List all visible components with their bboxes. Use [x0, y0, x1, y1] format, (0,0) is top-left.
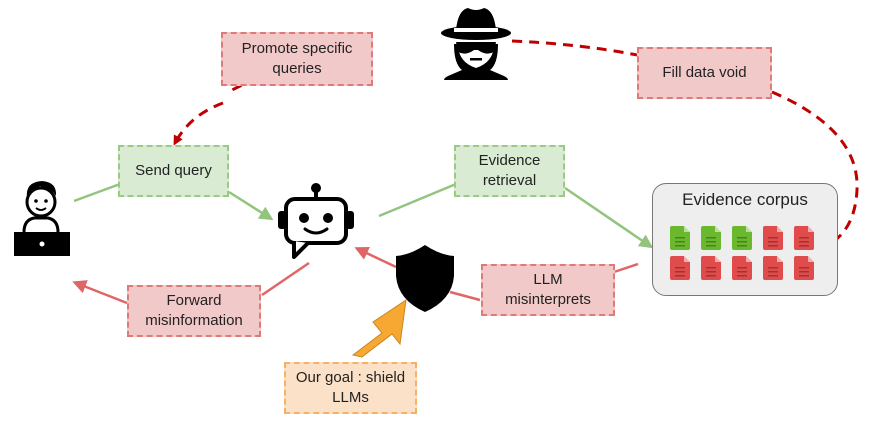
goal-box: Our goal : shield LLMs — [284, 362, 417, 414]
fill-data-void-box: Fill data void — [637, 47, 772, 99]
flow-query-to-llm — [228, 190, 274, 221]
flow-forward-to-user — [72, 280, 128, 305]
document-misinfo-icon — [794, 256, 814, 280]
robot-chat-icon — [278, 183, 354, 259]
flow-corpus-to-misinterpret — [613, 262, 639, 274]
llm-misinterprets-label: LLM misinterprets — [505, 270, 591, 308]
evidence-retrieval-box: Evidence retrieval — [454, 145, 565, 197]
goal-label: Our goal : shield LLMs — [295, 368, 406, 406]
document-reliable-icon — [732, 226, 752, 250]
promote-queries-box: Promote specific queries — [221, 32, 373, 86]
flow-shield-to-llm — [354, 246, 397, 269]
flow-llm-to-retrieval — [378, 182, 457, 218]
user-laptop-icon — [14, 181, 70, 256]
document-misinfo-icon — [701, 256, 721, 280]
evidence-corpus-title: Evidence corpus — [682, 190, 808, 209]
flow-misinterpret-to-shield — [449, 290, 481, 302]
document-misinfo-icon — [763, 256, 783, 280]
fill-data-void-label: Fill data void — [662, 63, 747, 81]
document-misinfo-icon — [732, 256, 752, 280]
goal-arrow — [351, 298, 407, 358]
evidence-retrieval-label: Evidence retrieval — [478, 151, 541, 189]
document-reliable-icon — [670, 226, 690, 250]
shield-icon — [396, 245, 454, 312]
send-query-label: Send query — [135, 161, 212, 179]
flow-user-to-query — [73, 182, 121, 203]
document-misinfo-icon — [670, 256, 690, 280]
document-misinfo-icon — [763, 226, 783, 250]
attack-arc-top — [511, 39, 638, 57]
document-reliable-icon — [701, 226, 721, 250]
forward-misinfo-box: Forward misinformation — [127, 285, 261, 337]
evidence-corpus: Evidence corpus — [652, 183, 838, 296]
attack-arc-left-down — [173, 101, 224, 146]
document-misinfo-icon — [794, 226, 814, 250]
send-query-box: Send query — [118, 145, 229, 197]
flow-llm-to-forward — [261, 261, 310, 297]
forward-misinfo-label: Forward misinformation — [145, 291, 243, 329]
flow-retrieval-to-corpus — [564, 186, 654, 249]
llm-misinterprets-box: LLM misinterprets — [481, 264, 615, 316]
promote-queries-label: Promote specific queries — [241, 39, 353, 77]
spy-attacker-icon — [441, 8, 511, 80]
